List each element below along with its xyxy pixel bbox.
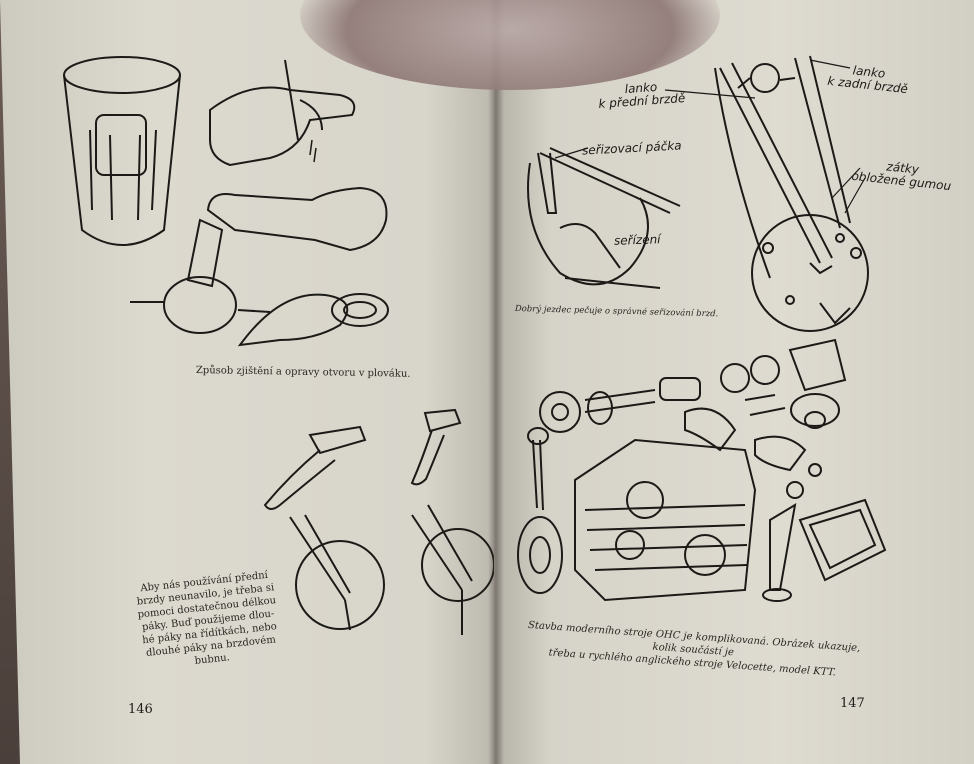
soldering-illustration bbox=[130, 186, 389, 347]
page-number-left: 146 bbox=[128, 702, 153, 717]
right-page bbox=[494, 0, 974, 764]
label-adjustment: seřízení bbox=[613, 232, 661, 248]
left-page: Způsob zjištění a opravy otvoru v plovák… bbox=[0, 0, 500, 764]
float-caption: Způsob zjištění a opravy otvoru v plovák… bbox=[195, 365, 411, 380]
float-glass-illustration bbox=[63, 56, 389, 347]
book-gutter-shadow bbox=[488, 0, 504, 764]
ohc-engine-exploded-illustration bbox=[517, 338, 887, 602]
brake-lever-caption: Aby nás používání přední brzdy neunavilo… bbox=[104, 565, 312, 676]
page-number-right: 147 bbox=[840, 696, 865, 711]
brake-adjust-illustration bbox=[527, 55, 869, 332]
